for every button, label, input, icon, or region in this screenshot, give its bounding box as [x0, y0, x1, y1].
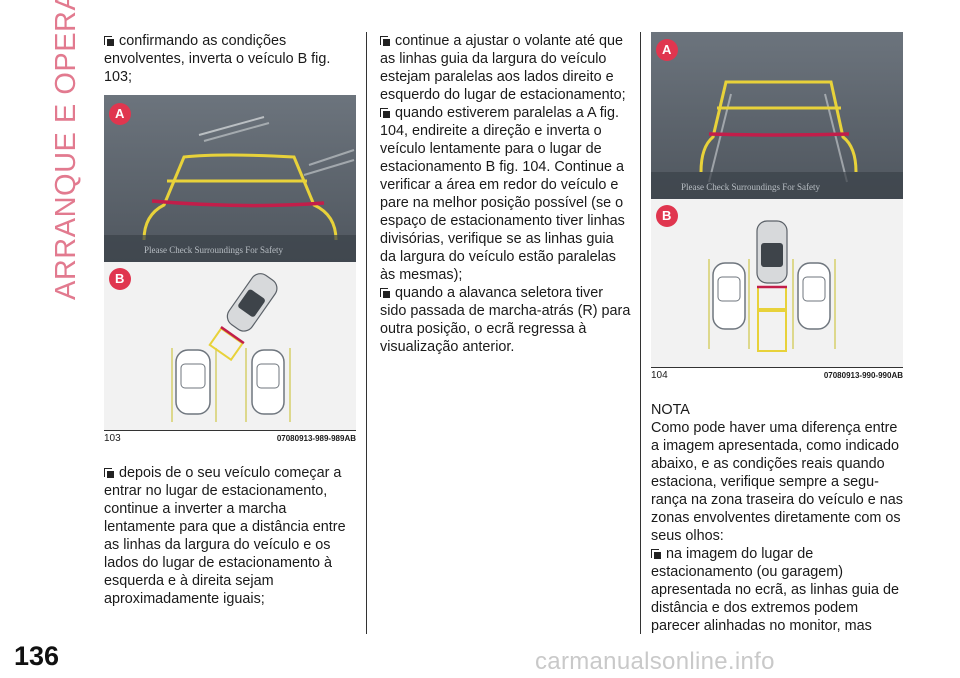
watermark: carmanualsonline.info	[535, 648, 775, 675]
right-column: NOTA Como pode haver uma diferença entre…	[651, 401, 903, 635]
middle-para-1: continue a ajustar o volante até que as …	[380, 33, 626, 103]
figure-103-label-a: A	[115, 106, 125, 121]
figure-104-label-a: A	[662, 42, 672, 57]
figure-103-number: 103	[104, 433, 121, 444]
left-column: confirmando as condições envolventes, in…	[104, 32, 356, 86]
bullet-paragraph: quando estiverem paralelas a A fig. 104,…	[380, 104, 632, 284]
figure-103-screen-text: Please Check Surroundings For Safety	[144, 245, 283, 255]
nota-heading: NOTA	[651, 402, 690, 418]
figure-103-code: 07080913-989-989AB	[276, 434, 356, 443]
bullet-paragraph: quando a alavanca seletora tiver sido pa…	[380, 284, 632, 356]
middle-para-2: quando estiverem paralelas a A fig. 104,…	[380, 105, 625, 283]
figure-104-top-panel: A Please Check Surroundings For Safety	[651, 32, 903, 199]
bullet-icon	[104, 468, 116, 478]
figure-104-label-b: B	[662, 208, 672, 223]
bullet-icon	[380, 288, 392, 298]
figure-103-bottom-panel: B	[104, 262, 356, 430]
right-bullet-1: na imagem do lugar de estacionamento (ou…	[651, 546, 900, 634]
bullet-paragraph: continue a ajustar o volante até que as …	[380, 32, 632, 104]
bullet-icon	[380, 108, 392, 118]
figure-104-number: 104	[651, 370, 668, 381]
page-number: 136	[14, 641, 60, 671]
parking-diagram	[656, 205, 836, 352]
bullet-paragraph: depois de o seu veículo começar a entrar…	[104, 464, 356, 608]
middle-para-3: quando a alavanca seletora tiver sido pa…	[380, 285, 631, 355]
section-title: ARRANQUE E OPERAÇÃO	[50, 0, 82, 300]
rearview-camera-screen	[651, 32, 903, 199]
bullet-icon	[651, 549, 663, 559]
nota-text: Como pode haver uma diferença entre a im…	[651, 420, 903, 544]
rearview-camera-screen	[104, 95, 356, 262]
bullet-icon	[104, 36, 116, 46]
parking-diagram	[109, 268, 291, 422]
bullet-icon	[380, 36, 392, 46]
middle-column: continue a ajustar o volante até que as …	[380, 32, 632, 356]
figure-104-caption: 104 07080913-990-990AB	[651, 367, 903, 382]
column-separator	[366, 32, 367, 634]
figure-103-top-panel: A Please Check Surroundings For Safety	[104, 95, 356, 262]
figure-104-bottom-panel: B	[651, 199, 903, 367]
bullet-paragraph: confirmando as condições envolventes, in…	[104, 32, 356, 86]
left-column-lower: depois de o seu veículo começar a entrar…	[104, 464, 356, 608]
bullet-paragraph: na imagem do lugar de estacionamento (ou…	[651, 545, 903, 635]
column-separator	[640, 32, 641, 634]
figure-103-label-b: B	[115, 271, 125, 286]
left-para-1: confirmando as condições envolventes, in…	[104, 33, 331, 85]
figure-103: A Please Check Surroundings For Safety	[104, 95, 356, 450]
left-para-2: depois de o seu veículo começar a entrar…	[104, 465, 346, 607]
figure-104-code: 07080913-990-990AB	[823, 371, 903, 380]
figure-103-caption: 103 07080913-989-989AB	[104, 430, 356, 445]
figure-104: A Please Check Surroundings For Safety B…	[651, 32, 903, 387]
figure-104-screen-text: Please Check Surroundings For Safety	[681, 182, 820, 192]
